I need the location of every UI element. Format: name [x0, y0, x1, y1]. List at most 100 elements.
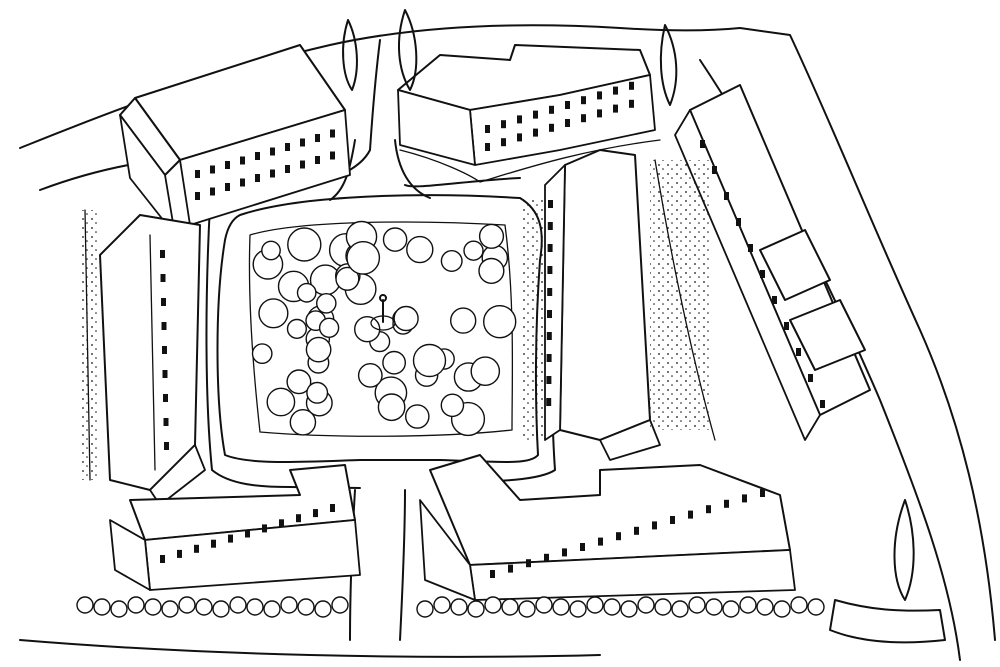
window [210, 187, 215, 196]
window [565, 101, 570, 109]
building-southeast [419, 454, 796, 601]
window [315, 156, 320, 164]
garden-east-inner [650, 159, 716, 441]
window [195, 170, 200, 178]
window [163, 418, 169, 426]
hedge-shrub [144, 598, 162, 616]
hedge-shrub [127, 596, 145, 614]
tree [266, 387, 296, 417]
tree [315, 292, 337, 314]
window [712, 166, 717, 174]
hedge-row-south [76, 596, 825, 618]
window [255, 174, 260, 182]
window [547, 244, 553, 252]
window [330, 151, 335, 160]
window [634, 526, 639, 535]
window [508, 564, 513, 573]
hedge-shrub [620, 600, 638, 618]
window [706, 505, 711, 514]
corner-wall-southeast [829, 599, 946, 644]
hedge-shrub [484, 596, 502, 614]
cypress-trees [342, 9, 915, 601]
window [270, 169, 275, 178]
window [581, 114, 586, 123]
hedge-shrub [416, 600, 434, 618]
window [548, 200, 553, 208]
hedge-shrub [195, 598, 213, 616]
window [547, 288, 553, 296]
hedge-shrub [246, 598, 264, 616]
building-east [520, 149, 661, 461]
window [562, 548, 567, 557]
window [742, 494, 747, 503]
tree [377, 393, 406, 422]
tree [318, 317, 340, 338]
tree [478, 257, 505, 284]
central-square [205, 194, 556, 489]
window [581, 96, 586, 105]
hedge-shrub [501, 598, 519, 616]
window [565, 119, 570, 127]
window [501, 138, 506, 147]
building-northwest [119, 44, 351, 236]
tree [286, 369, 312, 395]
tree [357, 362, 383, 388]
tree [382, 227, 408, 252]
window [629, 81, 634, 90]
window [547, 310, 552, 318]
window [772, 296, 777, 304]
fountain [370, 294, 396, 331]
hedge-shrub [756, 598, 774, 616]
window [501, 120, 506, 129]
tree [289, 408, 317, 436]
street-north [329, 139, 431, 201]
window [240, 178, 245, 187]
tree [382, 350, 406, 375]
tree [261, 240, 281, 261]
hedge-shrub [773, 600, 791, 618]
window [616, 532, 621, 541]
tree [287, 227, 322, 262]
hedge-shrub [671, 600, 689, 618]
hedge-shrub [76, 596, 94, 614]
tree [393, 305, 419, 332]
window [546, 398, 552, 406]
window [160, 274, 166, 282]
window [194, 544, 199, 553]
window [315, 134, 320, 142]
window [526, 559, 531, 568]
window [517, 133, 522, 142]
window [270, 147, 275, 156]
tree [335, 266, 360, 291]
window [670, 516, 675, 524]
window [285, 165, 290, 173]
hedge-shrub [722, 600, 740, 618]
tree-canopy [251, 220, 517, 437]
window [262, 524, 267, 533]
window [629, 99, 634, 108]
window [225, 161, 230, 169]
window [300, 138, 305, 147]
window [760, 489, 765, 497]
hedge-shrub [705, 598, 723, 616]
window [580, 543, 585, 551]
hedge-shrub [790, 596, 808, 614]
window [546, 354, 552, 362]
window [177, 549, 182, 558]
hedge-shrub [212, 600, 230, 618]
window [211, 539, 216, 548]
hedge-shrub [739, 596, 757, 614]
window [228, 534, 233, 543]
hedge-shrub [518, 600, 536, 618]
window [163, 394, 168, 402]
window [285, 143, 290, 151]
window [760, 270, 765, 278]
window [598, 537, 603, 546]
tree [346, 240, 381, 275]
window [313, 509, 318, 518]
tree [404, 404, 430, 429]
window [549, 105, 554, 114]
window [613, 86, 618, 95]
window [546, 376, 552, 384]
